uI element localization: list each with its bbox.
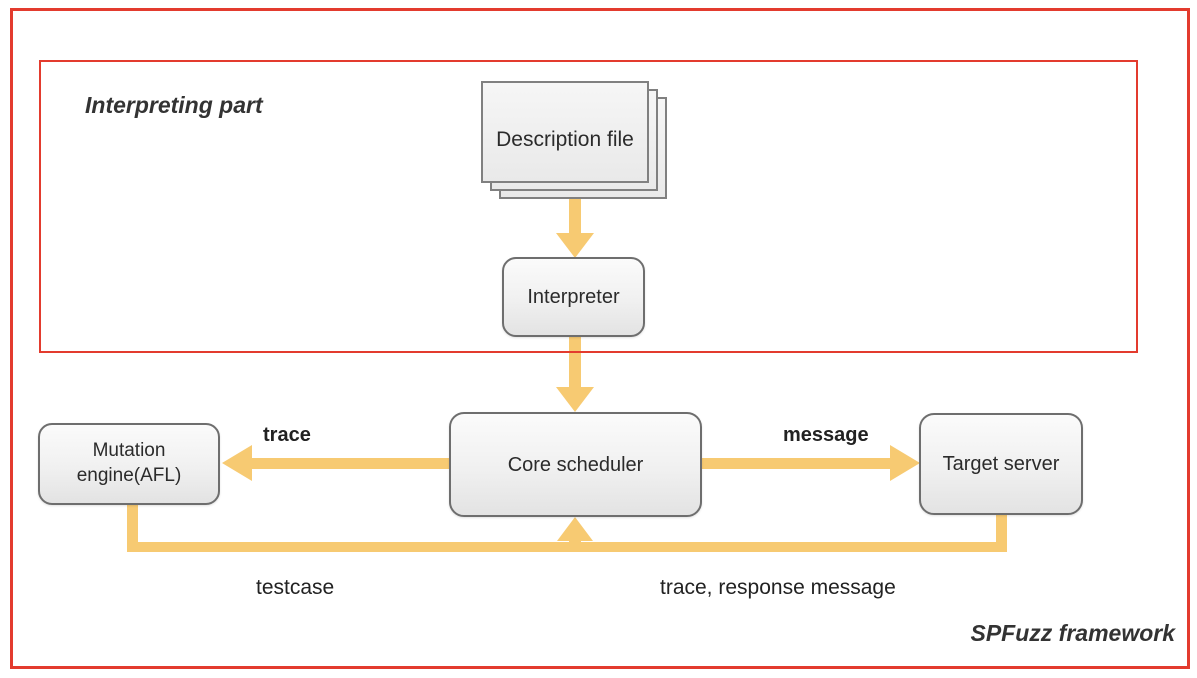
edge-core-to-mutation-stem bbox=[250, 458, 449, 469]
arrowhead-left-icon bbox=[222, 445, 252, 481]
description-file-node: Description file bbox=[481, 81, 649, 183]
interpreter-label: Interpreter bbox=[527, 286, 620, 308]
edge-label-trace: trace bbox=[263, 424, 311, 446]
interpreting-section-label: Interpreting part bbox=[85, 92, 263, 118]
edge-label-trace-response-message: trace, response message bbox=[660, 576, 896, 599]
arrowhead-right-icon bbox=[890, 445, 920, 481]
edge-mutation-feedback-drop bbox=[127, 500, 138, 552]
edge-label-message: message bbox=[783, 424, 869, 446]
edge-interpreter-to-core-stem bbox=[569, 337, 581, 387]
framework-title: SPFuzz framework bbox=[970, 620, 1176, 646]
edge-target-feedback-drop bbox=[996, 513, 1007, 552]
target-server-label: Target server bbox=[942, 453, 1060, 475]
edge-feedback-horizontal-line bbox=[127, 542, 1007, 552]
interpreter-node: Interpreter bbox=[502, 257, 645, 337]
mutation-engine-node: Mutation engine(AFL) bbox=[38, 423, 220, 505]
arrowhead-down-icon bbox=[556, 233, 594, 258]
mutation-engine-label-line2: engine(AFL) bbox=[76, 465, 182, 486]
mutation-engine-label-line1: Mutation bbox=[92, 440, 166, 462]
core-scheduler-label: Core scheduler bbox=[507, 453, 644, 476]
description-file-label: Description file bbox=[496, 128, 634, 151]
edge-descfile-to-interpreter-stem bbox=[569, 199, 581, 233]
target-server-node: Target server bbox=[919, 413, 1083, 515]
edge-feedback-to-core-stem bbox=[569, 538, 581, 546]
outer-frame bbox=[10, 8, 1190, 669]
edge-core-to-target-stem bbox=[702, 458, 890, 469]
arrowhead-down-icon bbox=[556, 387, 594, 412]
edge-label-testcase: testcase bbox=[256, 576, 335, 599]
core-scheduler-node: Core scheduler bbox=[449, 412, 702, 517]
arrowhead-up-icon bbox=[557, 517, 593, 541]
